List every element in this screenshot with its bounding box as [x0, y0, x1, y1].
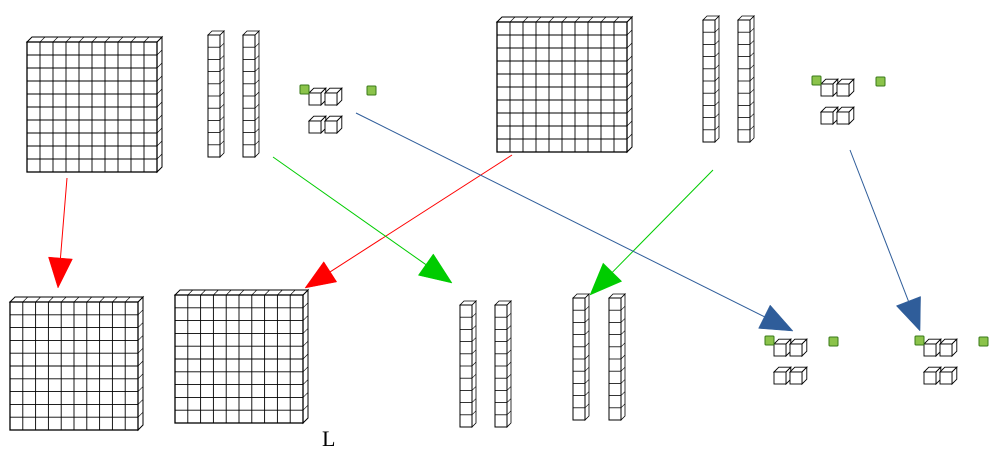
unit-cubes-top-right[interactable]	[811, 75, 886, 126]
ten-rod-top-right-2[interactable]	[737, 15, 755, 143]
unit-cubes-top-left[interactable]	[299, 84, 377, 135]
ten-rod-bottom-2[interactable]	[494, 300, 512, 428]
arrow-tens-left	[272, 156, 453, 284]
hundred-flat-bottom-1[interactable]	[8, 295, 145, 432]
arrow-ones-left	[355, 112, 794, 332]
arrow-hundreds-left	[48, 177, 73, 289]
selection-handle-icon[interactable]	[978, 336, 989, 347]
selection-handle-icon[interactable]	[828, 336, 839, 347]
stray-letter: L	[322, 426, 336, 451]
ten-rod-top-right-1[interactable]	[702, 15, 720, 143]
arrow-tens-right	[589, 169, 714, 296]
arrow-ones-right	[849, 149, 921, 332]
unit-cubes-bottom-2[interactable]	[914, 335, 989, 386]
selection-handle-icon[interactable]	[764, 335, 775, 346]
selection-handle-icon[interactable]	[299, 84, 310, 95]
ten-rod-bottom-4[interactable]	[608, 293, 626, 421]
ten-rod-bottom-1[interactable]	[459, 300, 477, 428]
ten-rod-top-left-1[interactable]	[207, 30, 225, 158]
ten-rod-top-left-2[interactable]	[242, 30, 260, 158]
selection-handle-icon[interactable]	[811, 75, 822, 86]
unit-cubes-bottom-1[interactable]	[764, 335, 839, 386]
ten-rod-bottom-3[interactable]	[572, 293, 590, 421]
hundred-flat-top-left[interactable]	[25, 35, 164, 174]
arrow-hundreds-right	[304, 154, 513, 289]
hundred-flat-top-right[interactable]	[495, 15, 634, 154]
selection-handle-icon[interactable]	[366, 85, 377, 96]
selection-handle-icon[interactable]	[875, 76, 886, 87]
selection-handle-icon[interactable]	[914, 335, 925, 346]
hundred-flat-bottom-2[interactable]	[173, 288, 310, 425]
